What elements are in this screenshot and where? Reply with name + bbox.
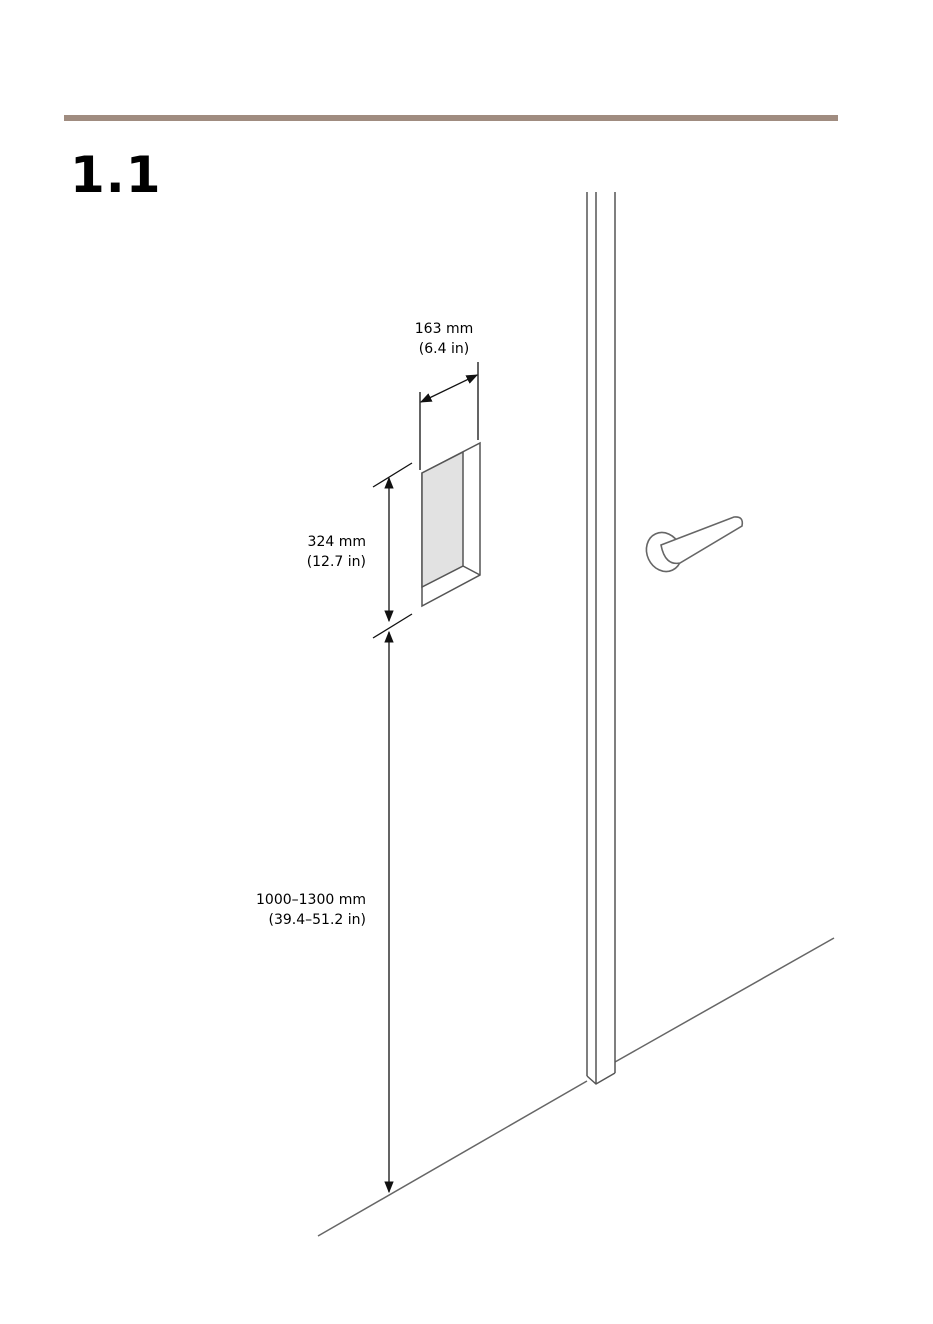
height-label-imperial: (12.7 in) xyxy=(266,552,366,572)
width-label: 163 mm (6.4 in) xyxy=(402,319,486,359)
floor-line-left xyxy=(318,1081,587,1236)
door-handle-icon xyxy=(640,517,742,577)
mounting-height-label-metric: 1000–1300 mm xyxy=(206,890,366,910)
height-extension-top xyxy=(373,463,412,487)
recess-box xyxy=(422,443,480,606)
width-label-imperial: (6.4 in) xyxy=(402,339,486,359)
mounting-height-label-imperial: (39.4–51.2 in) xyxy=(206,910,366,930)
height-extension-bottom xyxy=(373,614,412,638)
width-label-metric: 163 mm xyxy=(402,319,486,339)
door-handle-lever xyxy=(661,517,742,563)
floor-lines xyxy=(318,938,834,1236)
height-dimension xyxy=(373,463,412,638)
recess-back-panel xyxy=(422,452,463,587)
mounting-height-label: 1000–1300 mm (39.4–51.2 in) xyxy=(206,890,366,930)
width-dimension-arrow xyxy=(421,375,477,402)
height-label-metric: 324 mm xyxy=(266,532,366,552)
floor-line-right xyxy=(615,938,834,1062)
height-label: 324 mm (12.7 in) xyxy=(266,532,366,572)
door-frame xyxy=(587,192,615,1084)
door-frame-bottom xyxy=(587,1073,615,1084)
